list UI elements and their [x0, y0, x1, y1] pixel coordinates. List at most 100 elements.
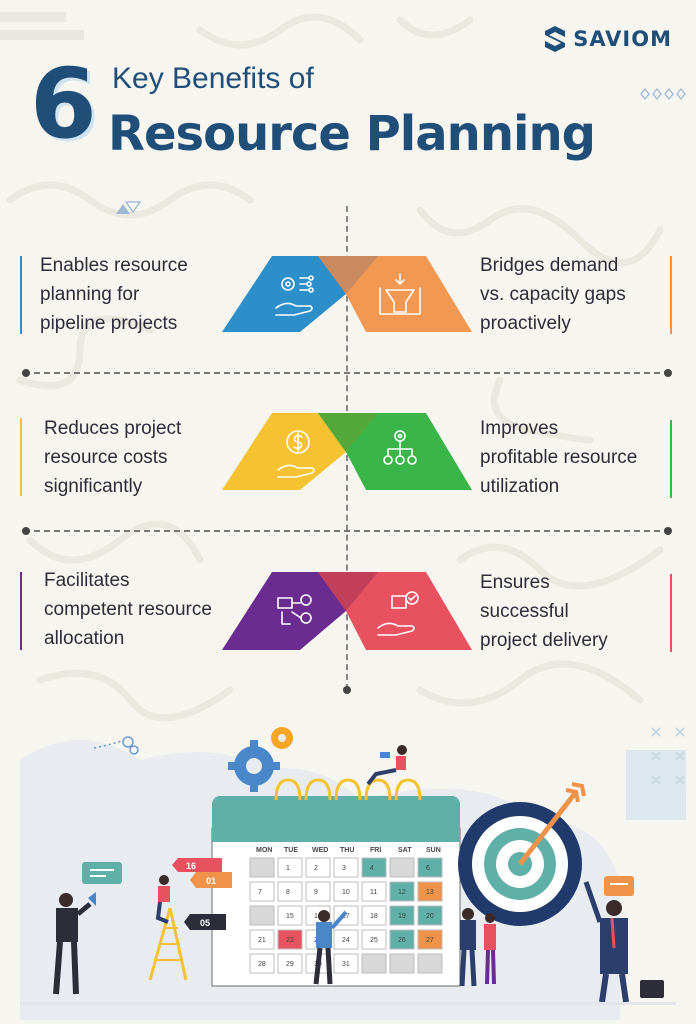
date-tag: 01: [190, 872, 232, 888]
title-number: 6: [30, 48, 97, 160]
calendar-cell: [361, 905, 387, 926]
pointing-man-figure: [313, 910, 348, 985]
x-marks-decoration: [651, 727, 685, 785]
calendar-cell: [417, 929, 443, 950]
benefit-6-bar: [670, 574, 672, 652]
calendar-cell: [417, 857, 443, 878]
brand-logo: SAVIOM: [545, 26, 672, 52]
delivery-hand-icon: [377, 591, 419, 636]
separator-dot: [22, 369, 30, 377]
calendar-day-number: 2: [314, 865, 318, 872]
separator-dot: [22, 527, 30, 535]
calendar-cell: [333, 857, 359, 878]
row-separator: [24, 530, 670, 532]
benefit-shapes: [222, 256, 472, 650]
calendar-day-number: 18: [370, 913, 378, 920]
calendar-day-number: 26: [398, 937, 406, 944]
background-panel: [626, 750, 686, 820]
overlap-shape: [318, 572, 378, 611]
calendar-cell: [249, 905, 275, 926]
calendar-cell: [305, 857, 331, 878]
overlap-shape: [318, 413, 378, 452]
calendar-cell: [333, 929, 359, 950]
diamond-dots-decoration: [640, 88, 686, 100]
brand-name: SAVIOM: [573, 27, 672, 51]
calendar-day-number: 19: [398, 913, 406, 920]
calendar-cell: [389, 905, 415, 926]
corner-decoration: [0, 12, 84, 48]
calendar-cell: [389, 881, 415, 902]
calendar-day-headers: MON TUE WED THU FRI SAT SUN: [256, 847, 441, 854]
calendar-day-number: 12: [398, 889, 406, 896]
calendar-cell: [361, 881, 387, 902]
calendar-cell: [277, 881, 303, 902]
couple-figures: [459, 908, 496, 987]
calendar-cell: [389, 929, 415, 950]
benefit-4-bar: [670, 420, 672, 498]
small-gear-icon: [122, 736, 134, 748]
megaphone-man-figure: [53, 862, 122, 995]
calendar-cell: [361, 929, 387, 950]
calendar-cell: [389, 857, 415, 878]
calendar-day-number: 25: [370, 937, 378, 944]
gear-icon: [228, 740, 280, 792]
svg-text:WED: WED: [312, 847, 328, 854]
calendar-day-number: 4: [370, 865, 374, 872]
page-title: Resource Planning: [108, 106, 596, 162]
title-top: Key Benefits of: [112, 62, 314, 95]
calendar-cell: [249, 881, 275, 902]
calendar-day-number: 8: [286, 889, 290, 896]
calendar-day-number: 9: [314, 889, 318, 896]
ground-line: [20, 1002, 676, 1005]
svg-text:SAT: SAT: [398, 847, 412, 854]
separator-dot: [664, 369, 672, 377]
calendar-cell: [389, 953, 415, 974]
benefit-2-bar: [670, 256, 672, 334]
calendar-cell: [333, 953, 359, 974]
calendar-day-number: 7: [258, 889, 262, 896]
calendar-day-number: 3: [342, 865, 346, 872]
calendar-cell: [417, 905, 443, 926]
calendar-cell: [277, 857, 303, 878]
svg-text:SUN: SUN: [426, 847, 441, 854]
separator-dot: [664, 527, 672, 535]
allocation-icon: [277, 594, 312, 625]
calendar-cell: [277, 905, 303, 926]
calendar-cell: [249, 929, 275, 950]
calendar-cells: 1234678910111213151617181920212223242526…: [249, 857, 443, 974]
dollar-hand-icon: [277, 430, 315, 478]
calendar-day-number: 21: [258, 937, 266, 944]
network-people-icon: [383, 430, 417, 465]
calendar-cell: [333, 881, 359, 902]
svg-text:TUE: TUE: [284, 847, 298, 854]
calendar-day-number: 28: [258, 961, 266, 968]
gear-icon: [271, 727, 293, 749]
funnel-box-icon: [379, 273, 421, 315]
svg-text:01: 01: [206, 876, 216, 886]
calendar-day-number: 15: [286, 913, 294, 920]
calendar-cell: [305, 881, 331, 902]
calendar-cell: [249, 857, 275, 878]
calendar-cell: [277, 929, 303, 950]
svg-text:FRI: FRI: [370, 847, 381, 854]
calendar-day-number: 13: [426, 889, 434, 896]
calendar-day-number: 16: [314, 913, 322, 920]
calendar-day-number: 11: [370, 889, 377, 896]
small-gear-icon: [129, 745, 139, 755]
svg-text:MON: MON: [256, 847, 272, 854]
center-dot: [343, 686, 351, 694]
woman-sitting-figure: [366, 745, 407, 786]
svg-text:THU: THU: [340, 847, 354, 854]
date-tag: 05: [184, 914, 226, 930]
calendar-day-number: 17: [342, 913, 350, 920]
calendar-day-number: 27: [426, 937, 434, 944]
calendar-cell: [249, 953, 275, 974]
calendar-cell: [361, 857, 387, 878]
calendar-day-number: 31: [342, 961, 350, 968]
